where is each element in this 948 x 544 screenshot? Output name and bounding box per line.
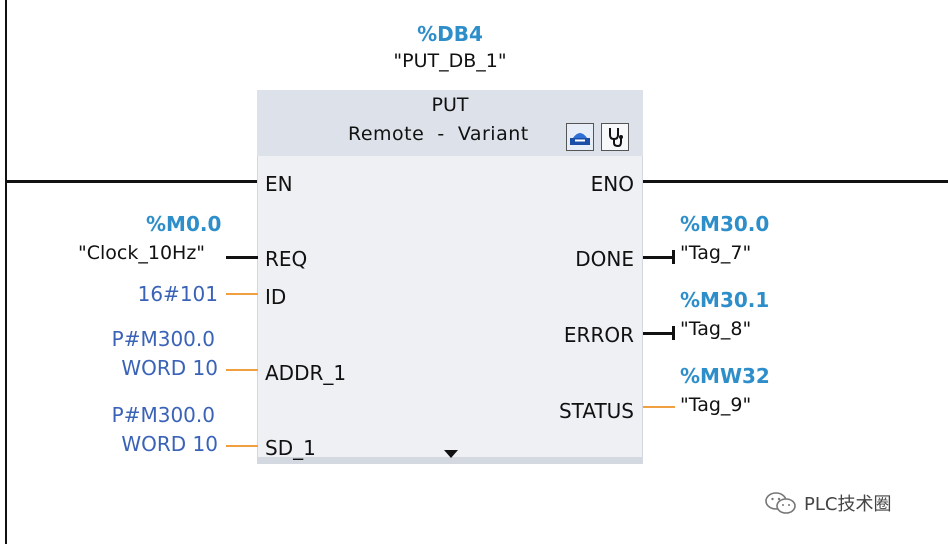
error-address[interactable]: %M30.1: [680, 288, 770, 312]
diagnostics-stethoscope-icon[interactable]: [601, 123, 629, 151]
eno-wire: [643, 180, 948, 183]
status-address[interactable]: %MW32: [680, 364, 770, 388]
pin-error[interactable]: ERROR: [563, 323, 634, 347]
block-title: PUT: [431, 94, 469, 116]
error-coil-terminal: [672, 326, 675, 340]
remote-connection-icon[interactable]: [566, 123, 594, 151]
done-address[interactable]: %M30.0: [680, 212, 770, 236]
pin-req[interactable]: REQ: [265, 247, 308, 271]
done-coil-terminal: [672, 250, 675, 264]
addr1-wire: [226, 369, 258, 371]
left-power-rail: [5, 0, 7, 544]
pin-en[interactable]: EN: [265, 172, 293, 196]
watermark-text: PLC技术圈: [804, 494, 892, 515]
done-wire: [643, 256, 673, 259]
pin-status[interactable]: STATUS: [558, 399, 634, 423]
done-tag[interactable]: "Tag_7": [680, 242, 752, 264]
req-address[interactable]: %M0.0: [146, 212, 222, 236]
instance-db-address[interactable]: %DB4: [417, 22, 483, 46]
id-wire: [226, 293, 258, 295]
addr1-value-line2[interactable]: WORD 10: [121, 356, 218, 380]
watermark: PLC技术圈: [764, 490, 891, 516]
pin-id[interactable]: ID: [265, 285, 287, 309]
pin-addr-1[interactable]: ADDR_1: [265, 361, 347, 385]
block-footer: [257, 457, 643, 464]
sd1-value-line1[interactable]: P#M300.0: [111, 403, 215, 427]
sd1-value-line2[interactable]: WORD 10: [121, 432, 218, 456]
error-tag[interactable]: "Tag_8": [680, 318, 752, 340]
pin-sd-1[interactable]: SD_1: [265, 436, 316, 460]
error-wire: [643, 332, 673, 335]
req-wire: [226, 256, 258, 259]
block-subtitle: Remote - Variant: [348, 123, 529, 145]
pin-done[interactable]: DONE: [575, 247, 634, 271]
sd1-wire: [226, 445, 258, 447]
pin-eno[interactable]: ENO: [590, 172, 634, 196]
en-wire: [5, 180, 258, 183]
addr1-value-line1[interactable]: P#M300.0: [111, 327, 215, 351]
instance-db-name[interactable]: "PUT_DB_1": [393, 50, 507, 72]
req-tag[interactable]: "Clock_10Hz": [78, 242, 206, 264]
id-value[interactable]: 16#101: [137, 282, 218, 306]
wechat-icon: [765, 492, 796, 514]
status-tag[interactable]: "Tag_9": [680, 394, 752, 416]
status-wire: [643, 406, 675, 408]
expand-chevron-down-icon[interactable]: [444, 450, 458, 458]
